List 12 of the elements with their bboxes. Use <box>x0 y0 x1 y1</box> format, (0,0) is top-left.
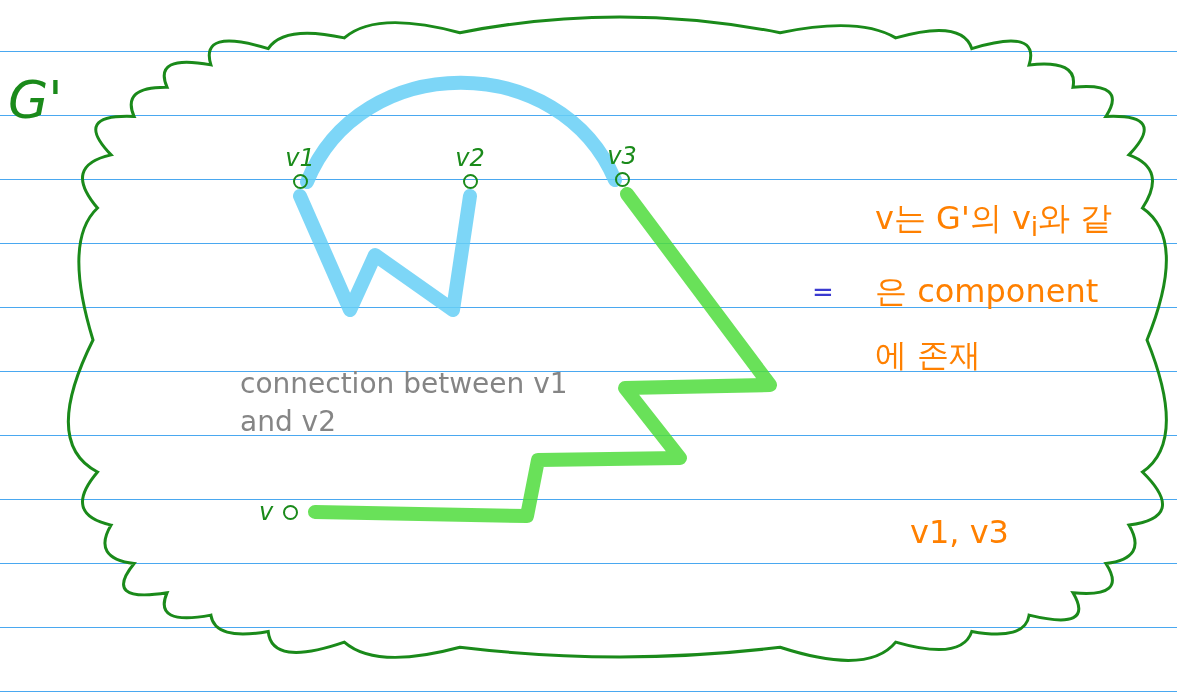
equals-mark: = <box>812 276 834 309</box>
highlighted-path <box>308 187 777 523</box>
graph-name: G' <box>8 70 63 130</box>
note-text: connection between v1 and v2 <box>240 366 569 440</box>
vertex-label: v3 <box>607 144 637 168</box>
annotation-text: v1, v3 <box>910 512 1009 553</box>
vertex-label: v1 <box>285 146 315 170</box>
annotation-text: v는 G'의 v$_{i}$와 같은 component에 존재 <box>875 198 1114 377</box>
vertex-label: v2 <box>455 146 485 170</box>
vertex-label: v <box>259 500 274 524</box>
highlighted-path <box>300 75 622 189</box>
highlighted-path <box>293 189 477 317</box>
